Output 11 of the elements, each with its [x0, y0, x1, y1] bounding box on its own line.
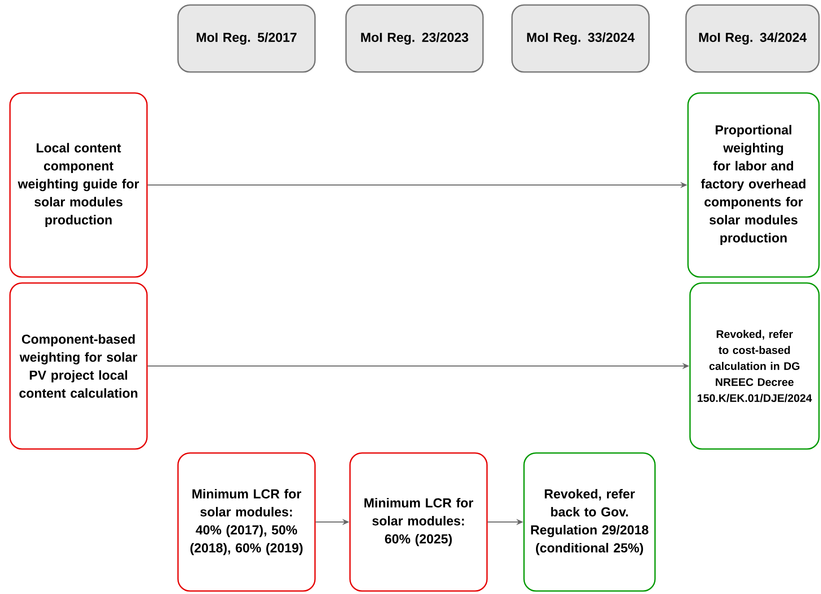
regulation-box: MoI Reg. 33/2024 — [511, 4, 650, 73]
measure-box: Minimum LCR for solar modules: 60% (2025) — [349, 452, 488, 592]
regulation-box: MoI Reg. 5/2017 — [177, 4, 316, 73]
measure-box: Revoked, refer back to Gov. Regulation 29/2018 (conditional 25%) — [523, 452, 656, 592]
regulation-box: MoI Reg. 34/2024 — [685, 4, 820, 73]
regulation-box: MoI Reg. 23/2023 — [345, 4, 484, 73]
measure-box: Minimum LCR for solar modules: 40% (2017), 50% (2018), 60% (2019) — [177, 452, 316, 592]
measure-box: Component-based weighting for solar PV project local content calculation — [9, 282, 148, 450]
measure-box: Proportional weighting for labor and factory overhead components for solar modules production — [687, 92, 820, 278]
measure-box: Revoked, refer to cost-based calculation in DG NREEC Decree 150.K/EK.01/DJE/2024 — [689, 282, 820, 450]
measure-box: Local content component weighting guide for solar modules production — [9, 92, 148, 278]
